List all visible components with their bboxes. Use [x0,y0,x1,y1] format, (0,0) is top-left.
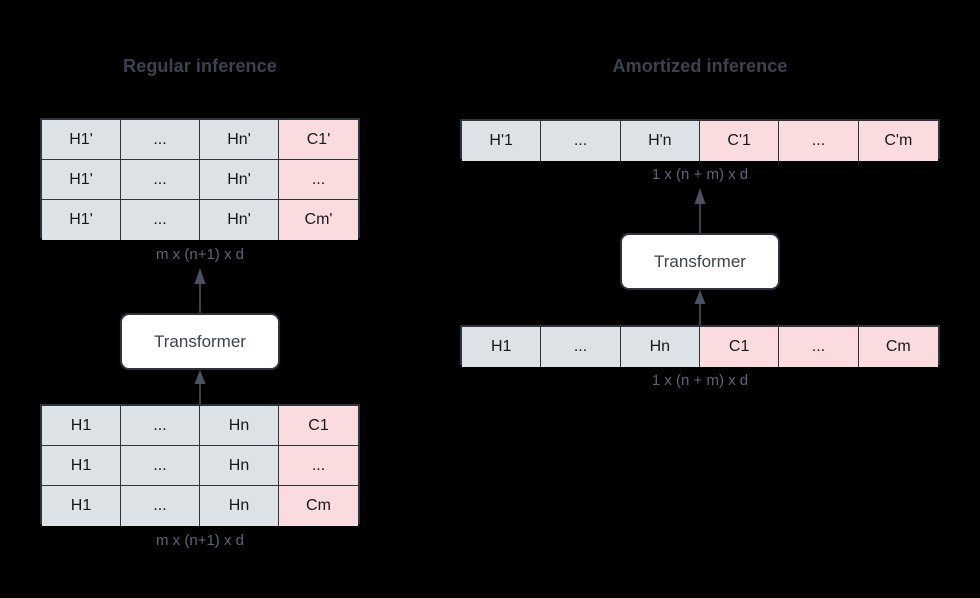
grid-cell: ... [779,327,859,367]
grid-cell: ... [279,160,358,200]
table-row: H'1 ... H'n C'1 ... C'm [462,121,938,161]
grid-cell: Hn [200,446,279,486]
grid-cell: ... [121,200,200,240]
grid-cell: Hn [620,327,700,367]
grid-cell: ... [121,406,200,446]
dimension-label-amortized-output: 1 x (n + m) x d [651,166,749,183]
grid-cell: H1' [42,120,121,160]
amortized-output-grid: H'1 ... H'n C'1 ... C'm [460,119,940,161]
transformer-box-regular: Transformer [120,313,280,370]
grid-cell: ... [541,327,621,367]
grid-cell: H1' [42,200,121,240]
amortized-input-grid: H1 ... Hn C1 ... Cm [460,325,940,367]
table-row: H1' ... Hn' Cm' [42,200,358,240]
arrow-up-amortized-output [692,188,708,236]
arrow-up-amortized-input [692,290,708,326]
grid-cell: C'1 [699,121,780,161]
grid-cell: Hn [200,406,279,446]
grid-cell: H'n [620,121,700,161]
grid-cell: C'm [858,121,938,161]
regular-input-grid: H1 ... Hn C1 H1 ... Hn ... H1 ... Hn Cm [40,404,360,526]
grid-cell: Hn' [200,200,279,240]
grid-cell: ... [121,486,200,526]
dimension-label-regular-input: m x (n+1) x d [156,532,244,549]
table-row: H1 ... Hn C1 [42,406,358,446]
panel-title-regular-inference: Regular inference [123,56,277,76]
grid-cell: ... [121,160,200,200]
dimension-label-amortized-input: 1 x (n + m) x d [651,372,749,389]
grid-cell: Cm [279,486,358,526]
grid-cell: ... [779,121,859,161]
grid-cell: H1 [42,406,121,446]
table-row: H1 ... Hn C1 ... Cm [462,327,938,367]
grid-cell: Hn' [200,120,279,160]
arrow-up-regular-input [192,370,208,406]
table-row: H1 ... Hn Cm [42,486,358,526]
grid-cell: Hn [200,486,279,526]
regular-output-grid: H1' ... Hn' C1' H1' ... Hn' ... H1' ... … [40,118,360,240]
grid-cell: Hn' [200,160,279,200]
grid-cell: H'1 [462,121,542,161]
grid-cell: ... [121,120,200,160]
grid-cell: C1 [699,327,780,367]
grid-cell: H1 [42,486,121,526]
grid-cell: ... [541,121,621,161]
grid-cell: ... [279,446,358,486]
arrow-up-regular-output [192,268,208,316]
grid-cell: C1' [279,120,358,160]
table-row: H1' ... Hn' ... [42,160,358,200]
grid-cell: Cm' [279,200,358,240]
grid-cell: C1 [279,406,358,446]
grid-cell: Cm [858,327,938,367]
grid-cell: H1 [42,446,121,486]
table-row: H1' ... Hn' C1' [42,120,358,160]
table-row: H1 ... Hn ... [42,446,358,486]
grid-cell: ... [121,446,200,486]
grid-cell: H1 [462,327,542,367]
panel-title-amortized-inference: Amortized inference [612,56,788,76]
transformer-box-amortized: Transformer [620,233,780,290]
grid-cell: H1' [42,160,121,200]
dimension-label-regular-output: m x (n+1) x d [156,246,244,263]
